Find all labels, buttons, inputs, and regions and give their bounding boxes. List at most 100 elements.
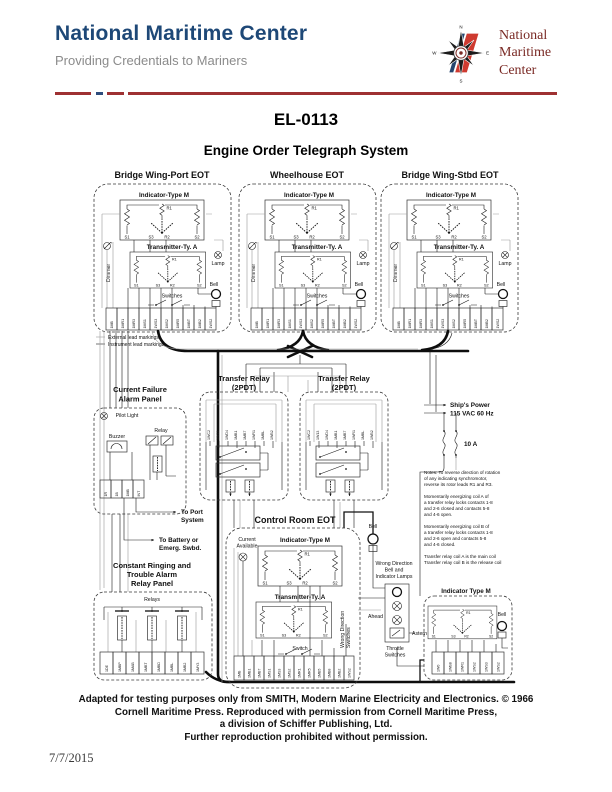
svg-text:1W0: 1W0: [437, 665, 441, 672]
terminal-cell: 1MR1: [293, 655, 305, 681]
svg-text:1MS1: 1MS1: [268, 669, 272, 678]
copyright-line: Cornell Maritime Press. Reproduced with …: [114, 706, 498, 718]
svg-text:Trouble Alarm: Trouble Alarm: [127, 570, 177, 579]
svg-text:1MB5: 1MB5: [318, 669, 322, 678]
compass-w: W: [432, 51, 437, 56]
indicator-label: Indicator Type M: [441, 588, 491, 595]
svg-text:Bell and: Bell and: [385, 568, 404, 574]
eot-unit-port: [94, 184, 231, 332]
terminal-cell: 1WS2: [467, 651, 481, 675]
eot-unit-stbd: [381, 184, 518, 332]
svg-text:1MBP: 1MBP: [118, 662, 122, 672]
svg-text:reverse its rotor leads R1 and: reverse its rotor leads R1 and R3.: [424, 482, 493, 487]
svg-text:a transfer relay locks contact: a transfer relay locks contacts 1-8: [424, 500, 493, 505]
terminal-cell: 1W0: [431, 651, 445, 675]
terminal-cell: 1MS2: [283, 655, 295, 681]
svg-text:1WS2: 1WS2: [473, 662, 477, 672]
legend-external: External lead markings: [108, 335, 159, 341]
svg-text:1MB7: 1MB7: [258, 669, 262, 678]
eot-unit-wheelhouse: [239, 184, 376, 332]
terminal-cell: 1WS3: [479, 651, 493, 675]
copyright-line: Adapted for testing purposes only from S…: [78, 694, 534, 705]
doc-title: Engine Order Telegraph System: [203, 143, 409, 158]
svg-text:1MR5: 1MR5: [308, 668, 312, 678]
ahead-label: Ahead: [368, 614, 383, 620]
bell-label: Bell: [498, 612, 507, 618]
unit-port-title: Bridge Wing-Port EOT: [115, 170, 210, 180]
svg-text:Wrong Direction: Wrong Direction: [340, 611, 346, 648]
copyright-line: Further reproduction prohibited without …: [184, 732, 428, 744]
svg-text:1MB2: 1MB2: [183, 663, 187, 672]
terminal-cell: 1B: [110, 479, 123, 499]
compass-s: S: [460, 79, 463, 84]
header-brand: National Maritime Center Providing Crede…: [55, 22, 307, 68]
svg-text:1MS3: 1MS3: [278, 669, 282, 678]
svg-text:Constant Ringing and: Constant Ringing and: [113, 561, 191, 570]
svg-text:To Port: To Port: [181, 509, 204, 516]
svg-text:Relay Panel: Relay Panel: [131, 579, 173, 588]
buzzer-label: Buzzer: [109, 434, 125, 440]
org-title: National Maritime Center: [55, 22, 308, 45]
svg-text:1MAB: 1MAB: [131, 662, 135, 672]
svg-text:Momentarily energizing coil B: Momentarily energizing coil B of: [424, 524, 490, 529]
svg-text:(2PDT): (2PDT): [332, 383, 357, 392]
svg-text:1MBL: 1MBL: [170, 663, 174, 672]
ringing-relay-coil: [175, 607, 189, 652]
fuse-rating-label: 10 A: [464, 441, 478, 448]
unit-wheelhouse-title: Wheelhouse EOT: [270, 170, 345, 180]
astern-label: Astern: [412, 631, 427, 637]
svg-text:115 VAC 60 Hz: 115 VAC 60 Hz: [450, 411, 494, 418]
compass-seal-center: [459, 51, 463, 55]
svg-text:1WS3: 1WS3: [485, 662, 489, 672]
terminal-cell: 1MB8: [323, 655, 335, 681]
svg-text:INT: INT: [137, 490, 141, 497]
legend-instrument: Instrument lead markings: [108, 342, 165, 348]
svg-text:1MB1: 1MB1: [248, 669, 252, 678]
svg-text:Indicator Lamps: Indicator Lamps: [376, 574, 413, 580]
svg-text:Current Failure: Current Failure: [113, 385, 167, 394]
terminal-cell: 1WR1: [455, 651, 469, 675]
lamp-bracket: [384, 583, 410, 643]
svg-text:1MS2: 1MS2: [288, 669, 292, 678]
terminal-cell: 1MB5: [313, 655, 325, 681]
svg-text:1MB8: 1MB8: [328, 669, 332, 678]
relay-label: Relay: [154, 428, 168, 434]
terminal-cell: 1MAB: [125, 651, 140, 675]
svg-text:Emerg. Swbd.: Emerg. Swbd.: [159, 545, 201, 552]
transfer-relay-2: Transfer Relay(2PDT): [300, 374, 388, 500]
svg-text:1WR1: 1WR1: [461, 662, 465, 672]
terminal-cell: 1MBP: [112, 651, 127, 675]
svg-text:(2PDT): (2PDT): [232, 383, 257, 392]
fuse-icon: [454, 430, 458, 456]
terminal-cell: 1MB1: [243, 655, 255, 681]
logo-wordmark: National Maritime Center: [499, 27, 551, 78]
copyright-note: Adapted for testing purposes only from S…: [0, 694, 612, 745]
svg-text:1MB: 1MB: [126, 489, 130, 497]
svg-text:Momentarily energizing coil A: Momentarily energizing coil A of: [424, 494, 489, 499]
pilot-light-icon: [100, 412, 108, 420]
svg-text:Available: Available: [237, 544, 258, 550]
terminal-cell: 1WB8: [443, 651, 457, 675]
ships-power: Ship's Power 115 VAC 60 Hz 10 A: [424, 402, 494, 458]
svg-text:Transfer relay coil A is the m: Transfer relay coil A is the main coil: [424, 554, 496, 559]
notes-block: Notes: To reverse direction of rotationo…: [424, 470, 501, 565]
switch-label: Switch: [292, 646, 307, 652]
svg-text:of any indicating synchromotor: of any indicating synchromotor,: [424, 476, 487, 481]
terminal-cell: 1MB7: [253, 655, 265, 681]
lead-markings-legend: External lead markings Instrument lead m…: [96, 335, 165, 348]
svg-text:Ship's Power: Ship's Power: [450, 402, 490, 409]
compass-rose-icon: N E S W: [432, 24, 489, 84]
